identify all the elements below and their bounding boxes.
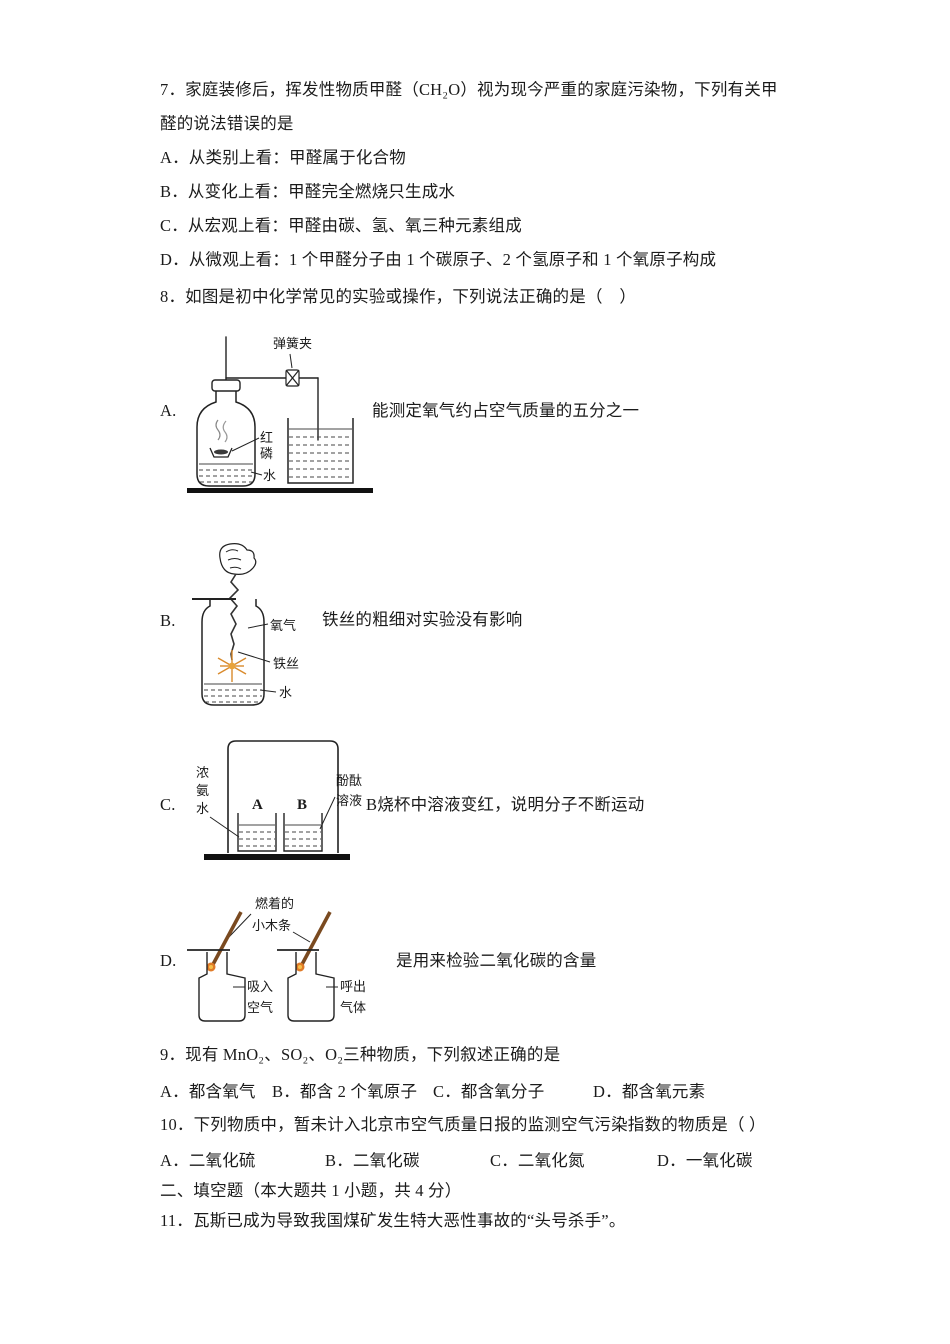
diagram-c-ammonia-diffusion: A B 浓 氨 水 酚酞 溶液 [196,740,362,860]
ammonia-label-3: 水 [196,801,209,816]
ammonia-label-2: 氨 [196,783,209,798]
diagram-d-breath-test: 燃着的 小木条 吸入 空气 呼出 气体 [187,896,366,1022]
diagram-b-iron-wire: 氧气 铁丝 水 [192,543,299,706]
beaker-b [283,813,323,852]
q9-option-c: C．都含氧分子 [433,1082,545,1101]
red-phosphorus-label-2: 磷 [260,446,273,461]
burning-splint-2 [297,911,332,971]
q9-option-a: A．都含氧气 [160,1082,256,1101]
diagram-a-phosphorus-experiment: 弹簧夹 红 磷 水 [187,336,373,493]
q8-label-b: B. [160,611,176,630]
section-2-title: 二、填空题（本大题共 1 小题，共 4 分） [160,1181,462,1200]
bell-jar [227,740,339,853]
q7-stem-line2: 醛的说法错误的是 [160,114,294,133]
beaker-a-liquid [239,824,275,847]
bottle-water [204,683,262,703]
iron-wire-label: 铁丝 [273,656,299,671]
flame-2-core [298,965,302,969]
q10-option-c: C．二氧化氮 [490,1151,585,1170]
q8-stem: 8．如图是初中化学常见的实验或操作，下列说法正确的是（ ） [160,287,637,306]
red-phosphorus-label-1: 红 [260,430,273,445]
burning-splint-label-2: 小木条 [252,918,291,933]
exhaled-gas-label-2: 气体 [340,1000,366,1015]
q10-option-b: B．二氧化碳 [325,1151,420,1170]
q7-option-a: A．从类别上看：甲醛属于化合物 [160,148,406,167]
ground-line [187,488,373,493]
q9-option-d: D．都含氧元素 [593,1082,706,1101]
burning-splint-1 [208,911,243,971]
beaker-water [289,428,352,478]
water-label: 水 [279,685,292,700]
beaker [287,418,354,484]
q8-caption-d: 是用来检验二氧化碳的含量 [396,951,597,970]
q10-stem: 10．下列物质中，暂未计入北京市空气质量日报的监测空气污染指数的物质是（ ） [160,1115,766,1134]
iron-wire [228,573,240,661]
stopper [211,379,241,392]
exhaled-gas-label-1: 呼出 [340,979,366,994]
inhaled-air-label-2: 空气 [247,1000,273,1015]
q10-option-d: D．一氧化碳 [657,1151,753,1170]
bottle-inhaled-air [198,952,246,1022]
q8-caption-c: B烧杯中溶液变红，说明分子不断运动 [366,795,645,814]
flame-1-core [209,965,213,969]
ground-line [204,854,350,860]
bottle-exhaled-gas [287,952,335,1022]
flask-water [199,463,253,483]
beaker-b-liquid [285,824,321,847]
q8-caption-b: 铁丝的粗细对实验没有影响 [322,610,523,629]
q8-caption-a: 能测定氧气约占空气质量的五分之一 [372,401,640,420]
phosphorus-dish [209,419,233,458]
q8-label-c: C. [160,795,176,814]
phenolphthalein-label-1: 酚酞 [336,773,362,788]
oxygen-label: 氧气 [270,618,296,633]
hand-icon [219,543,257,575]
q9-stem: 9．现有 MnO₂、SO₂、O₂三种物质，下列叙述正确的是 [160,1045,561,1064]
q7-stem-line1: 7．家庭装修后，挥发性物质甲醛（CH₂O）视为现今严重的家庭污染物，下列有关甲 [160,80,778,99]
q11-stem: 11．瓦斯已成为导致我国煤矿发生特大恶性事故的“头号杀手”。 [160,1211,626,1230]
burning-splint-label-1: 燃着的 [255,896,294,911]
clamp-label: 弹簧夹 [273,336,312,351]
q9-option-b: B．都含 2 个氧原子 [272,1082,418,1101]
q8-label-a: A. [160,401,177,420]
q10-option-a: A．二氧化硫 [160,1151,256,1170]
beaker-a-letter: A [252,797,263,813]
spring-clamp-icon [285,369,300,387]
q7-option-d: D．从微观上看：1 个甲醛分子由 1 个碳原子、2 个氢原子和 1 个氧原子构成 [160,250,717,269]
gas-bottle [201,599,265,706]
q7-option-b: B．从变化上看：甲醛完全燃烧只生成水 [160,182,456,201]
flask [196,391,256,487]
tube [225,336,319,441]
phenolphthalein-label-2: 溶液 [336,793,362,808]
sparks-icon [217,650,247,682]
q8-label-d: D. [160,951,177,970]
ammonia-label-1: 浓 [196,765,209,780]
q7-option-c: C．从宏观上看：甲醛由碳、氢、氧三种元素组成 [160,216,522,235]
water-label: 水 [263,468,276,483]
inhaled-air-label-1: 吸入 [247,979,273,994]
beaker-b-letter: B [297,797,307,813]
beaker-a [237,813,277,852]
